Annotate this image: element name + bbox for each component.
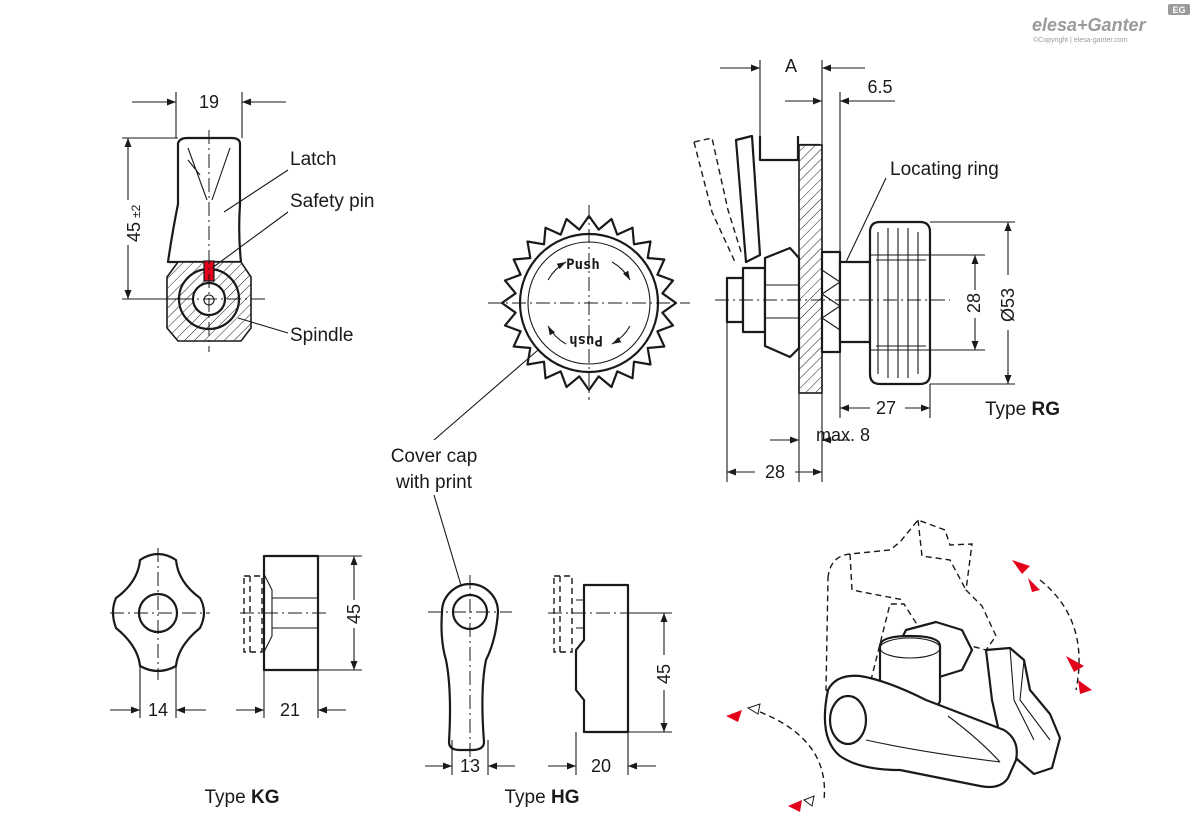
iso-body-top — [879, 637, 941, 659]
hg-side-details — [576, 599, 584, 629]
push-arrow-top-right — [611, 261, 631, 281]
rotation-marker-4 — [1078, 680, 1092, 694]
dim-6-5-value: 6.5 — [867, 77, 892, 97]
cover-cap-leader — [433, 349, 539, 441]
type-kg-label: Type KG — [205, 787, 280, 808]
push-arrow-bottom-left — [547, 325, 567, 345]
type-kg-views: 14 21 45 Type KG — [110, 548, 364, 808]
rotation-marker-6 — [788, 800, 802, 812]
latch-edge-lines — [187, 147, 231, 201]
cover-cap-leader-hg — [433, 494, 467, 603]
label-cover-cap-line1: Cover cap — [391, 446, 478, 467]
label-locating-ring: Locating ring — [890, 159, 999, 180]
neck — [838, 260, 872, 344]
hg-side-body — [574, 583, 630, 734]
latch-open-position — [693, 137, 743, 263]
brand-badge: EG — [1172, 5, 1185, 15]
type-rg-section-view: A 6.5 Locating ring 28 Ø53 27 max. 8 — [693, 56, 1060, 482]
dim-kg45-value: 45 — [344, 604, 364, 624]
brand-logo: elesa+Ganter EG ©Copyright | elesa-gante… — [1032, 4, 1190, 44]
latch-arm-outline — [166, 136, 243, 264]
dim-d53-value: Ø53 — [998, 288, 1018, 322]
brand-badge-background — [1168, 4, 1190, 15]
locating-ring-leader — [845, 177, 887, 263]
type-rg-label: Type RG — [985, 399, 1060, 420]
type-hg-label: Type HG — [505, 787, 580, 808]
push-arrow-bottom-right — [611, 325, 631, 345]
iso-latch-arm — [823, 674, 1018, 789]
push-arrow-top-left — [547, 261, 567, 281]
latch-arm-rg — [734, 134, 762, 264]
latch-side-view: 19 45±2 Latch Safety pin Spindle — [122, 92, 375, 352]
brand-logo-text: elesa+Ganter — [1032, 15, 1147, 35]
rotation-arrow-outlines — [746, 703, 815, 807]
dim-45-label: 45±2 — [124, 204, 144, 242]
kg-side-spindle-dashed — [243, 575, 263, 653]
cap-print-bottom: Push — [569, 332, 603, 348]
label-spindle: Spindle — [290, 325, 353, 346]
rotation-marker-1 — [1012, 560, 1030, 574]
dim-27-value: 27 — [876, 398, 896, 418]
type-hg-views: 13 20 45 Type HG — [425, 575, 674, 808]
knurled-knob — [868, 220, 932, 386]
latch-open-dashed — [825, 519, 997, 705]
rotation-arc-upper — [1039, 579, 1080, 691]
brand-copyright: ©Copyright | elesa-ganter.com — [1033, 36, 1128, 44]
locating-ring-body — [820, 250, 842, 354]
iso-latch-bore — [828, 694, 868, 746]
rotation-marker-3 — [1066, 656, 1084, 672]
iso-latch-edges — [865, 715, 1001, 763]
isometric-view — [726, 519, 1092, 812]
dim-13-value: 13 — [460, 756, 480, 776]
iso-knob-ridges — [1009, 647, 1051, 741]
rotation-marker-5 — [726, 710, 742, 722]
label-safety-pin: Safety pin — [290, 191, 375, 212]
rotation-arc-lower — [759, 711, 826, 801]
dim-45-value: 45±2 — [124, 204, 144, 242]
dim-19-value: 19 — [199, 92, 219, 112]
cover-cap-front-view: Push Push Cover cap with print — [391, 205, 690, 603]
label-latch: Latch — [290, 149, 336, 170]
dim-14-value: 14 — [148, 700, 168, 720]
hg-side-spindle-dashed — [553, 575, 573, 653]
dim-20-value: 20 — [591, 756, 611, 776]
rotation-marker-2 — [1028, 578, 1040, 592]
dim-28h-value: 28 — [765, 462, 785, 482]
dim-21-value: 21 — [280, 700, 300, 720]
safety-pin-leader — [211, 211, 289, 269]
hex-nut — [763, 246, 801, 359]
dim-max8-value: max. 8 — [816, 425, 870, 445]
door-panel — [798, 144, 823, 394]
label-cover-cap-line2: with print — [395, 472, 473, 493]
dim-hg45-value: 45 — [654, 664, 674, 684]
dim-a-value: A — [785, 56, 797, 76]
dim-28v-value: 28 — [964, 293, 984, 313]
latch-leader — [223, 169, 289, 213]
latch-open-dashed-details — [849, 519, 967, 601]
spindle-leader — [237, 317, 289, 334]
knob-knurl-lines — [876, 228, 926, 378]
cap-print-top: Push — [566, 257, 600, 273]
